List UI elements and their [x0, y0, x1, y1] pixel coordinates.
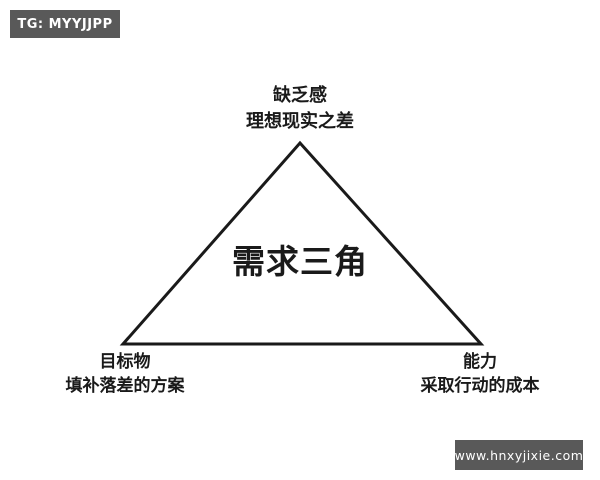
- tg-watermark-badge: TG: MYYJJPP: [10, 10, 120, 38]
- bottom-right-label-subtitle: 采取行动的成本: [420, 376, 540, 397]
- bottom-right-label-title: 能力: [463, 352, 497, 372]
- bottom-right-label: 能力 采取行动的成本: [380, 350, 580, 398]
- triangle-outline: [119, 140, 485, 346]
- center-title: 需求三角: [232, 242, 368, 281]
- site-watermark-badge: www.hnxyjixie.com: [455, 440, 583, 470]
- apex-label-subtitle: 理想现实之差: [246, 110, 354, 132]
- bottom-left-label-subtitle: 填补落差的方案: [65, 376, 185, 397]
- apex-label-title: 缺乏感: [273, 85, 327, 106]
- apex-label: 缺乏感 理想现实之差: [150, 83, 450, 134]
- bottom-left-label-title: 目标物: [99, 352, 151, 372]
- bottom-left-label: 目标物 填补落差的方案: [25, 350, 225, 398]
